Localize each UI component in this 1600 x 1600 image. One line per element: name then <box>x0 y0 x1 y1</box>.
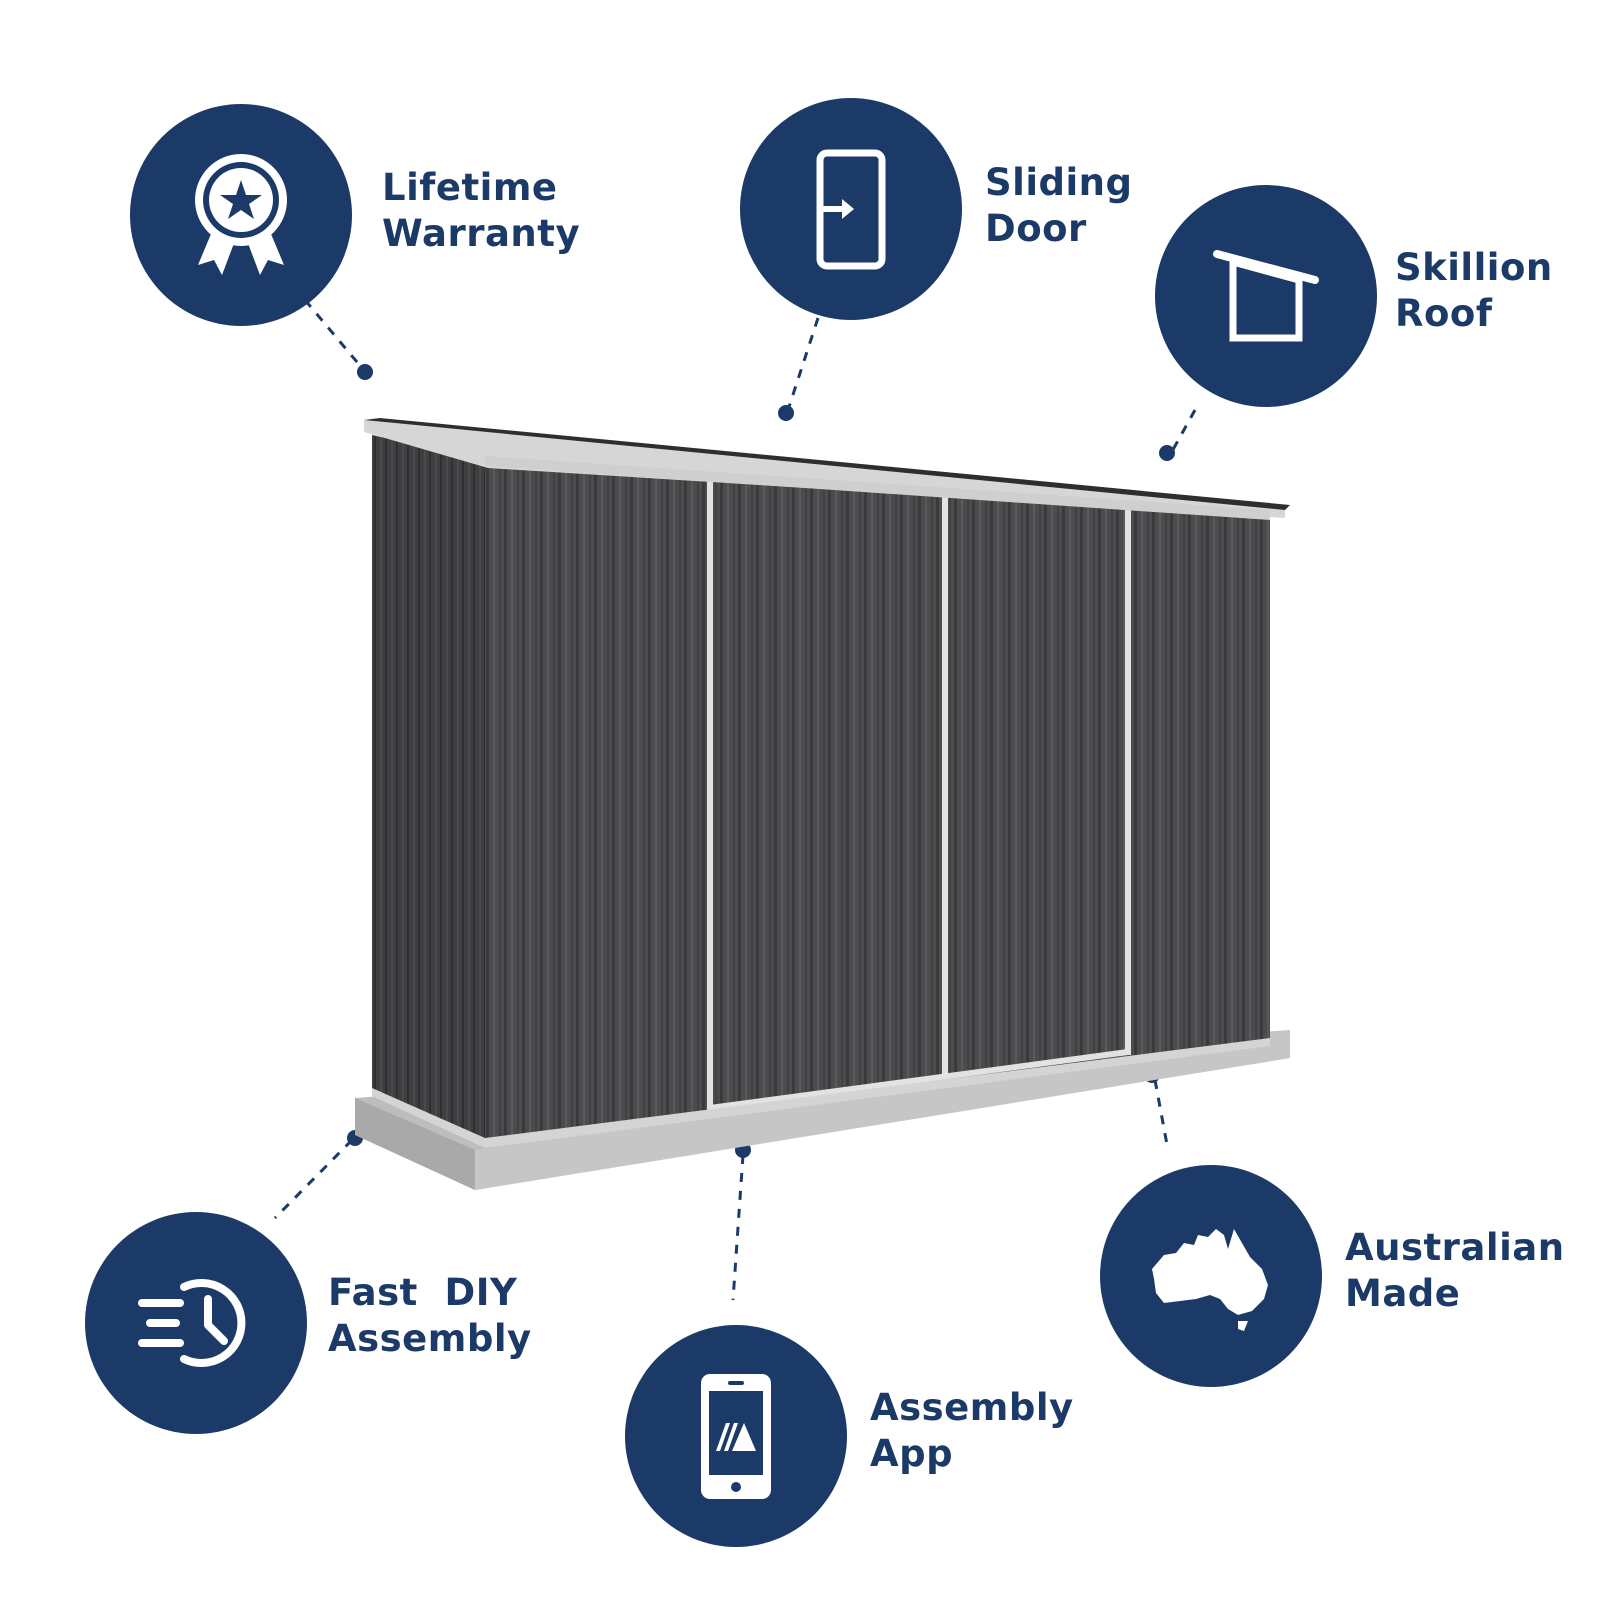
lifetime-warranty-badge <box>130 104 352 326</box>
label-line-1: Lifetime <box>382 166 558 209</box>
concrete-base-side <box>355 1098 475 1190</box>
label-line-2: Roof <box>1395 292 1493 335</box>
award-ribbon-star-icon <box>195 154 287 275</box>
label-line-1: Australian <box>1345 1226 1565 1269</box>
leader-dot <box>357 364 373 380</box>
sliding-door-badge <box>740 98 962 320</box>
fast-diy-assembly-badge <box>85 1212 307 1434</box>
clock-speed-icon <box>138 1279 246 1367</box>
australian-made-badge <box>1100 1165 1322 1387</box>
feature-label-sliding-door: Sliding Door <box>985 160 1133 252</box>
assembly-app-badge <box>625 1325 847 1547</box>
label-line-2: Warranty <box>382 212 581 255</box>
feature-label-skillion-roof: Skillion Roof <box>1395 245 1553 337</box>
bottom-trim <box>372 1038 1270 1148</box>
leader-australian-made <box>1153 1079 1170 1151</box>
label-line-1: Assembly <box>870 1386 1074 1429</box>
skillion-roof-badge <box>1155 185 1377 407</box>
label-line-2: App <box>870 1432 954 1475</box>
leader-assembly-app <box>731 1154 745 1301</box>
leader-fast-diy <box>273 1138 354 1220</box>
roof-gutter <box>485 456 1270 520</box>
leader-skillion-roof <box>1168 409 1197 456</box>
door-track-bottom <box>709 1049 1129 1111</box>
leader-warranty <box>303 299 364 369</box>
feature-label-fast-diy-assembly: Fast DIY Assembly <box>328 1270 532 1362</box>
leader-sliding-door <box>786 317 820 411</box>
smartphone-app-icon <box>701 1373 771 1499</box>
leader-dot <box>1159 445 1175 461</box>
feature-label-assembly-app: Assembly App <box>870 1385 1074 1477</box>
label-line-1: Fast DIY <box>328 1271 518 1314</box>
roof-edge <box>364 418 1290 510</box>
label-line-1: Skillion <box>1395 246 1553 289</box>
leader-dot <box>778 405 794 421</box>
label-line-2: Made <box>1345 1272 1461 1315</box>
label-line-2: Door <box>985 207 1087 250</box>
concrete-base-front <box>475 1030 1290 1190</box>
roof-flashing <box>364 420 1285 518</box>
shed-side-wall <box>372 435 485 1140</box>
label-line-1: Sliding <box>985 161 1133 204</box>
skillion-roof-icon <box>1213 250 1319 342</box>
feature-label-lifetime-warranty: Lifetime Warranty <box>382 165 580 257</box>
australia-map-icon <box>1152 1228 1268 1331</box>
feature-label-australian-made: Australian Made <box>1345 1225 1565 1317</box>
label-line-2: Assembly <box>328 1317 532 1360</box>
door-arrow-icon <box>816 149 886 269</box>
shed-front-wall <box>485 460 1270 1140</box>
